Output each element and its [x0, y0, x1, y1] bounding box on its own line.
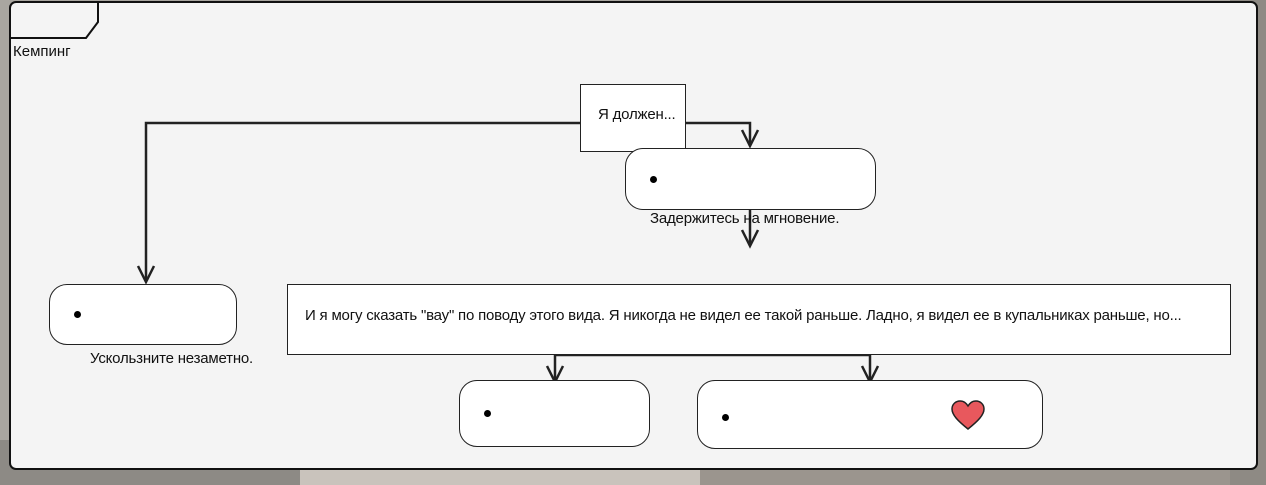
dialogue-text-top: Я должен... [598, 106, 676, 123]
bullet-icon [74, 311, 81, 318]
bullet-icon [484, 410, 491, 417]
bullet-icon [722, 414, 729, 421]
bullet-icon [650, 176, 657, 183]
dialogue-text-middle: И я могу сказать "вау" по поводу этого в… [305, 307, 1182, 324]
choice-label-linger: Задержитесь на мгновение. [650, 210, 840, 227]
dialogue-box-top[interactable]: Я должен... [580, 84, 686, 152]
choice-node-sneak-away[interactable] [49, 284, 237, 345]
dialogue-box-middle[interactable]: И я могу сказать "вау" по поводу этого в… [287, 284, 1231, 355]
frame-title: Кемпинг [13, 43, 71, 60]
choice-node-linger[interactable] [625, 148, 876, 210]
choice-label-sneak-away: Ускользните незаметно. [90, 350, 254, 367]
choice-node-bottom-right[interactable] [697, 380, 1043, 449]
heart-icon [951, 400, 985, 430]
choice-node-bottom-left[interactable] [459, 380, 650, 447]
